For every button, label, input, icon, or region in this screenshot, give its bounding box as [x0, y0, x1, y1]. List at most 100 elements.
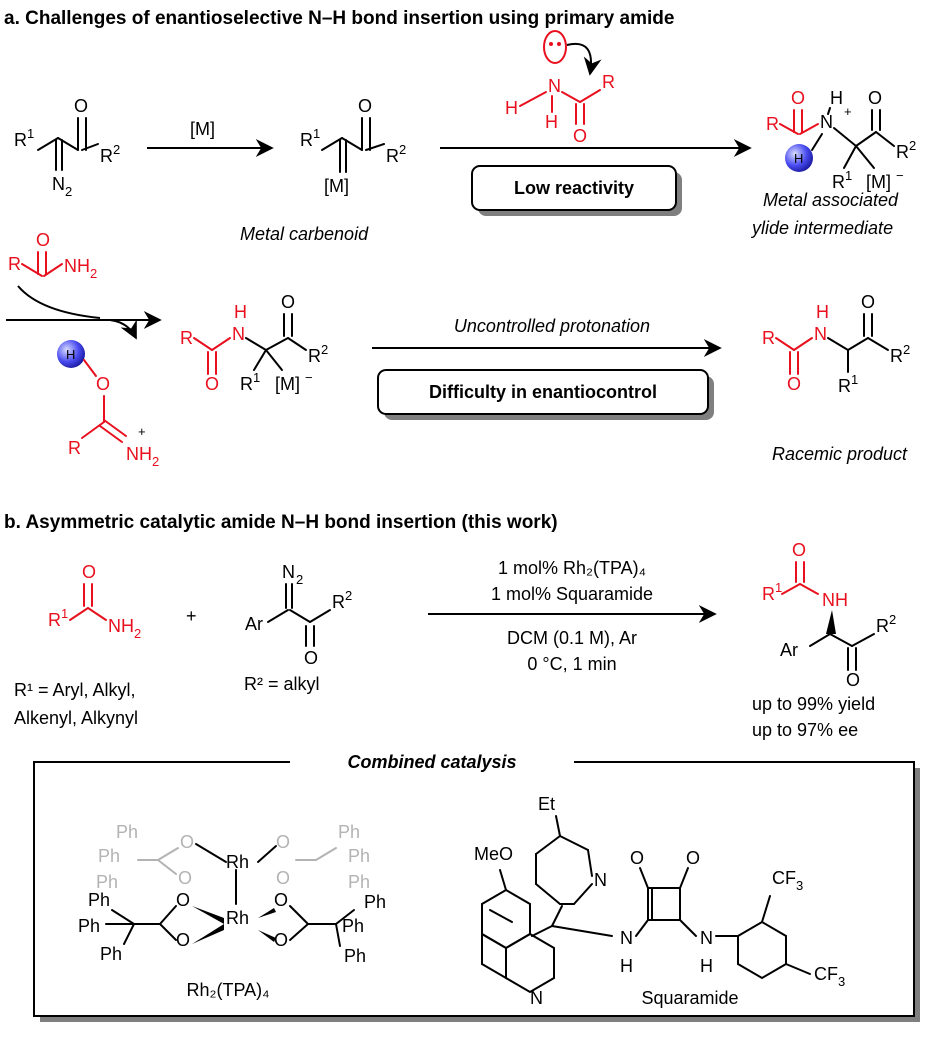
- svg-text:2: 2: [321, 342, 328, 357]
- svg-text:O: O: [276, 868, 290, 888]
- svg-text:Ph: Ph: [98, 846, 120, 866]
- svg-text:Ph: Ph: [100, 944, 122, 964]
- svg-text:O: O: [205, 374, 219, 394]
- svg-text:N: N: [620, 928, 633, 948]
- svg-text:O: O: [630, 848, 644, 868]
- svg-text:R: R: [332, 592, 345, 612]
- svg-text:N: N: [282, 562, 295, 582]
- r2-definition: R² = alkyl: [244, 674, 320, 694]
- svg-text:+: +: [138, 424, 146, 439]
- svg-text:O: O: [792, 540, 806, 560]
- svg-text:O: O: [281, 292, 295, 312]
- svg-text:R: R: [48, 610, 61, 630]
- svg-text:O: O: [846, 670, 860, 690]
- combined-title-bg: [290, 750, 574, 774]
- svg-text:O: O: [176, 930, 190, 950]
- svg-text:R: R: [300, 130, 313, 150]
- svg-text:N: N: [594, 870, 607, 890]
- svg-text:Ar: Ar: [780, 640, 798, 660]
- svg-text:O: O: [861, 292, 875, 312]
- racemic-caption: Racemic product: [772, 444, 908, 464]
- svg-text:1: 1: [313, 126, 320, 141]
- svg-text:Ph: Ph: [364, 892, 386, 912]
- svg-text:N: N: [820, 112, 833, 132]
- svg-text:R: R: [240, 374, 253, 394]
- svg-text:NH: NH: [108, 616, 134, 636]
- svg-text:O: O: [74, 96, 88, 116]
- svg-text:R: R: [386, 146, 399, 166]
- svg-text:1: 1: [61, 606, 68, 621]
- svg-text:[M]: [M]: [275, 374, 300, 394]
- svg-text:O: O: [358, 96, 372, 116]
- svg-text:[M]: [M]: [866, 172, 891, 192]
- svg-text:2: 2: [90, 266, 97, 281]
- svg-text:N: N: [52, 174, 65, 194]
- svg-text:O: O: [276, 832, 290, 852]
- condition-catalyst-squaramide: 1 mol% Squaramide: [491, 584, 653, 604]
- svg-text:H: H: [234, 302, 247, 322]
- curved-arrow-in: [17, 285, 101, 319]
- r1-definition-line1: R¹ = Aryl, Alkyl,: [14, 680, 136, 700]
- svg-text:2: 2: [134, 626, 141, 641]
- svg-text:R: R: [890, 346, 903, 366]
- ee-text: up to 97% ee: [752, 720, 858, 740]
- svg-text:Rh: Rh: [226, 908, 249, 928]
- uncontrolled-label: Uncontrolled protonation: [454, 316, 650, 336]
- svg-text:H: H: [66, 347, 75, 362]
- svg-text:1: 1: [27, 126, 34, 141]
- svg-text:R: R: [766, 114, 779, 134]
- rh2-tpa4-structure: Ph Ph Ph O O Rh Rh O O Ph Ph Ph O O Ph P…: [78, 822, 386, 966]
- svg-text:Ph: Ph: [342, 916, 364, 936]
- svg-text:R: R: [100, 146, 113, 166]
- svg-text:N: N: [530, 988, 543, 1008]
- svg-text:O: O: [304, 648, 318, 668]
- svg-text:NH: NH: [64, 256, 90, 276]
- svg-text:CF: CF: [772, 868, 796, 888]
- svg-text:O: O: [686, 848, 700, 868]
- svg-text:Ph: Ph: [88, 890, 110, 910]
- svg-text:Rh: Rh: [226, 852, 249, 872]
- svg-text:Ph: Ph: [348, 846, 370, 866]
- low-reactivity-box: [471, 165, 677, 211]
- svg-text:H: H: [505, 98, 518, 118]
- svg-text:NH: NH: [822, 590, 848, 610]
- svg-text:O: O: [82, 562, 96, 582]
- svg-text:R: R: [832, 172, 845, 192]
- svg-text:+: +: [844, 104, 852, 119]
- ylide-caption-line2: ylide intermediate: [750, 218, 893, 238]
- svg-text:1: 1: [851, 372, 858, 387]
- svg-text:2: 2: [296, 572, 303, 587]
- svg-text:3: 3: [796, 878, 803, 893]
- svg-text:O: O: [868, 88, 882, 108]
- svg-text:O: O: [573, 126, 587, 146]
- combined-title: Combined catalysis: [347, 752, 516, 772]
- svg-text:2: 2: [903, 342, 910, 357]
- svg-text:R: R: [896, 142, 909, 162]
- svg-text:2: 2: [152, 454, 159, 469]
- svg-text:R: R: [762, 584, 775, 604]
- svg-text:H: H: [545, 112, 558, 132]
- svg-text:O: O: [176, 890, 190, 910]
- svg-text:R: R: [68, 438, 81, 458]
- svg-text:Ph: Ph: [96, 872, 118, 892]
- svg-text:H: H: [794, 151, 803, 166]
- svg-text:R: R: [762, 328, 775, 348]
- svg-text:H: H: [816, 302, 829, 322]
- svg-text:N: N: [232, 324, 245, 344]
- svg-text:R: R: [14, 130, 27, 150]
- svg-text:Ph: Ph: [338, 822, 360, 842]
- svg-text:R: R: [180, 328, 193, 348]
- svg-text:2: 2: [889, 612, 896, 627]
- curved-arrow-out: [109, 319, 137, 340]
- yield-text: up to 99% yield: [752, 694, 875, 714]
- svg-text:O: O: [180, 832, 194, 852]
- svg-text:R: R: [602, 72, 615, 92]
- svg-text:−: −: [305, 370, 313, 385]
